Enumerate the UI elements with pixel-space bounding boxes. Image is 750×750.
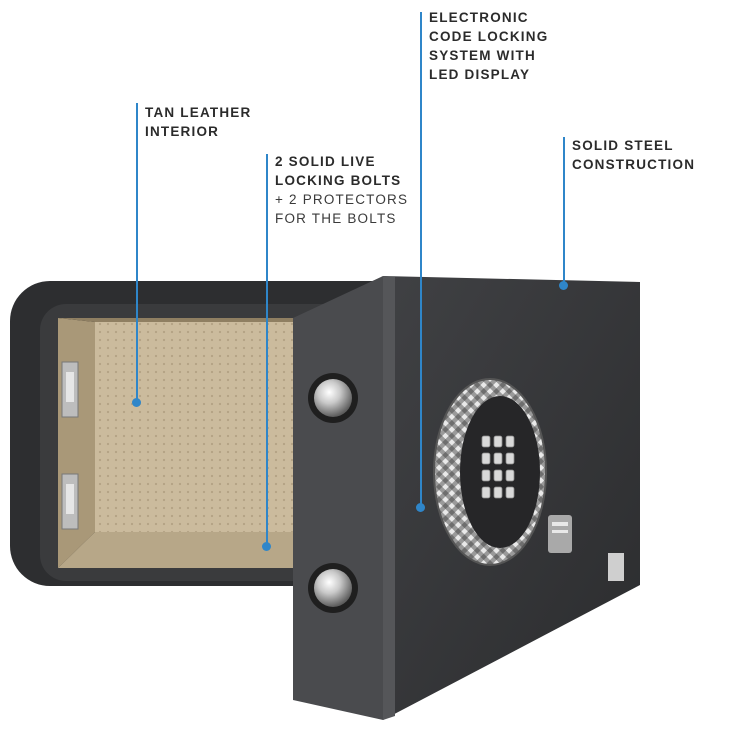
callout-interior: TAN LEATHER INTERIOR [145, 103, 251, 141]
brand-plate [548, 515, 572, 553]
safe-door [293, 276, 640, 720]
callout-lock-title: ELECTRONIC CODE LOCKING SYSTEM WITH LED … [429, 10, 549, 82]
keypad-key [481, 469, 491, 482]
keypad-key [493, 469, 503, 482]
callout-bolts: 2 SOLID LIVE LOCKING BOLTS + 2 PROTECTOR… [275, 152, 408, 228]
keypad-key [481, 486, 491, 499]
callout-bolts-detail: + 2 PROTECTORS FOR THE BOLTS [275, 192, 409, 226]
callout-lock: ELECTRONIC CODE LOCKING SYSTEM WITH LED … [429, 8, 548, 84]
callout-steel: SOLID STEEL CONSTRUCTION [572, 136, 695, 174]
callout-interior-title: TAN LEATHER INTERIOR [145, 105, 252, 139]
leader-line-interior [136, 103, 138, 403]
keypad-key [493, 452, 503, 465]
keypad [481, 435, 515, 499]
marker-dot-interior [132, 398, 141, 407]
marker-dot-bolts [262, 542, 271, 551]
keypad-key [493, 486, 503, 499]
leader-line-steel [563, 137, 565, 285]
marker-dot-steel [559, 281, 568, 290]
callout-steel-title: SOLID STEEL CONSTRUCTION [572, 138, 696, 172]
keypad-key [481, 435, 491, 448]
leader-line-bolts [266, 154, 268, 546]
marker-dot-lock [416, 503, 425, 512]
keypad-key [505, 452, 515, 465]
keypad-key [505, 435, 515, 448]
keypad-key [505, 469, 515, 482]
callout-bolts-title: 2 SOLID LIVE LOCKING BOLTS [275, 154, 402, 188]
keypad-key [481, 452, 491, 465]
keypad-key [493, 435, 503, 448]
keypad-key [505, 486, 515, 499]
leader-line-lock [420, 12, 422, 507]
